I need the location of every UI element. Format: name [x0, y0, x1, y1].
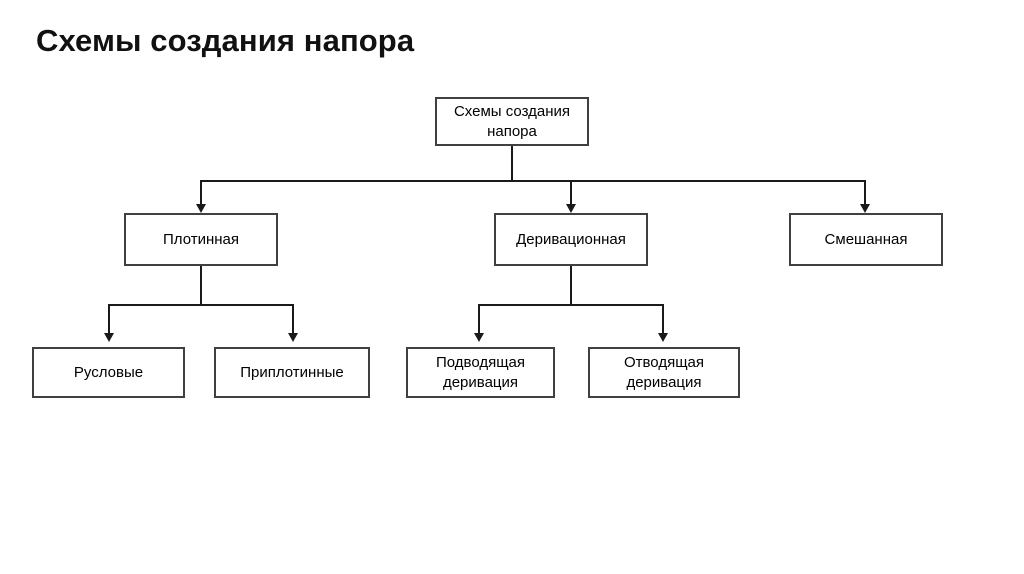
- connector-root-bus: [200, 180, 866, 182]
- node-priplotinnye-label: Приплотинные: [240, 363, 344, 381]
- page-title: Схемы создания напора: [36, 23, 415, 58]
- arrowhead-to-otvodyashchaya-icon: [658, 333, 668, 342]
- node-root[interactable]: Схемы создания напора: [435, 97, 589, 146]
- node-priplotinnye[interactable]: Приплотинные: [214, 347, 370, 398]
- arrowhead-to-priplotinnye-icon: [288, 333, 298, 342]
- connector-derivacionnaya-bus: [478, 304, 664, 306]
- connector-plotinnaya-to-ruslovye: [108, 304, 110, 334]
- connector-root-to-smeshannaya: [864, 180, 866, 205]
- connector-derivacionnaya-to-otvodyashchaya: [662, 304, 664, 334]
- node-otvodyashchaya[interactable]: Отводящая деривация: [588, 347, 740, 398]
- connector-plotinnaya-bus: [108, 304, 294, 306]
- node-ruslovye[interactable]: Русловые: [32, 347, 185, 398]
- connector-derivacionnaya-stem: [570, 266, 572, 305]
- node-ruslovye-label: Русловые: [73, 363, 144, 381]
- node-podvodyashchaya[interactable]: Подводящая деривация: [406, 347, 555, 398]
- connector-root-to-derivacionnaya: [570, 180, 572, 205]
- node-podvodyashchaya-label: Подводящая деривация: [435, 354, 526, 391]
- node-smeshannaya-label: Смешанная: [824, 230, 908, 248]
- node-plotinnaya[interactable]: Плотинная: [124, 213, 278, 266]
- node-smeshannaya[interactable]: Смешанная: [789, 213, 943, 266]
- arrowhead-to-derivacionnaya-icon: [566, 204, 576, 213]
- arrowhead-to-smeshannaya-icon: [860, 204, 870, 213]
- connector-root-to-plotinnaya: [200, 180, 202, 205]
- connector-derivacionnaya-to-podvodyashchaya: [478, 304, 480, 334]
- arrowhead-to-plotinnaya-icon: [196, 204, 206, 213]
- arrowhead-to-ruslovye-icon: [104, 333, 114, 342]
- connector-plotinnaya-to-priplotinnye: [292, 304, 294, 334]
- node-root-label: Схемы создания напора: [453, 103, 571, 140]
- node-plotinnaya-label: Плотинная: [163, 230, 239, 248]
- node-otvodyashchaya-label: Отводящая деривация: [623, 354, 705, 391]
- node-derivacionnaya-label: Деривационная: [516, 230, 626, 248]
- connector-root-stem: [511, 146, 513, 181]
- node-derivacionnaya[interactable]: Деривационная: [494, 213, 648, 266]
- connector-plotinnaya-stem: [200, 266, 202, 305]
- arrowhead-to-podvodyashchaya-icon: [474, 333, 484, 342]
